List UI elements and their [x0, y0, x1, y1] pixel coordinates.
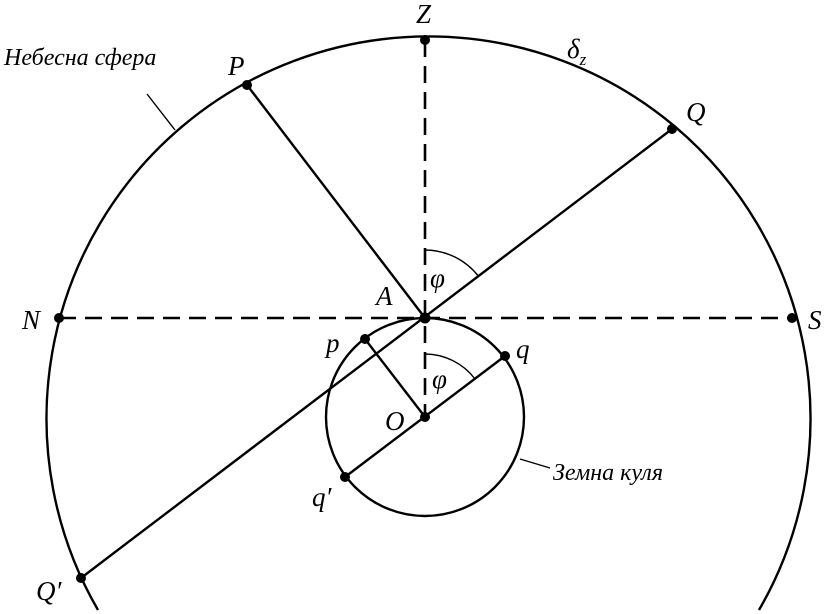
label-z: Z — [416, 0, 432, 29]
latitude-angle-label-bottom: φ — [432, 364, 447, 394]
earth-globe-label: Земна куля — [553, 460, 663, 486]
label-q-small: q — [516, 334, 530, 364]
celestial-sphere-label: Небесна сфера — [3, 45, 156, 71]
label-q: Q — [686, 97, 706, 127]
declination-label: δz — [567, 34, 587, 69]
declination-symbol: δ — [567, 34, 580, 64]
earth-globe-leader — [519, 458, 551, 469]
point-o — [420, 412, 430, 422]
point-q-small — [500, 351, 510, 361]
point-a — [419, 312, 431, 324]
point-q — [667, 124, 677, 134]
point-p — [242, 80, 252, 90]
point-s — [787, 313, 797, 323]
axis-line-ap — [246, 84, 426, 319]
point-n — [54, 313, 64, 323]
point-z — [420, 35, 430, 45]
label-p-small: p — [324, 328, 340, 358]
label-s: S — [808, 305, 822, 335]
label-q-small-prime: q′ — [312, 482, 333, 512]
celestial-sphere-leader — [146, 93, 176, 131]
point-p-small — [360, 334, 370, 344]
label-p: P — [227, 51, 245, 81]
label-n: N — [21, 305, 42, 335]
declination-subscript: z — [579, 50, 587, 69]
earth-axis-line — [364, 338, 426, 418]
point-q-small-prime — [340, 472, 350, 482]
label-a: A — [374, 281, 393, 311]
latitude-angle-label-top: φ — [430, 263, 445, 293]
latitude-angle-arc-top — [424, 249, 480, 278]
label-o: O — [385, 406, 405, 436]
label-q-prime: Q′ — [36, 576, 62, 606]
latitude-angle-arc-bottom — [424, 353, 476, 380]
point-q-prime — [76, 573, 86, 583]
